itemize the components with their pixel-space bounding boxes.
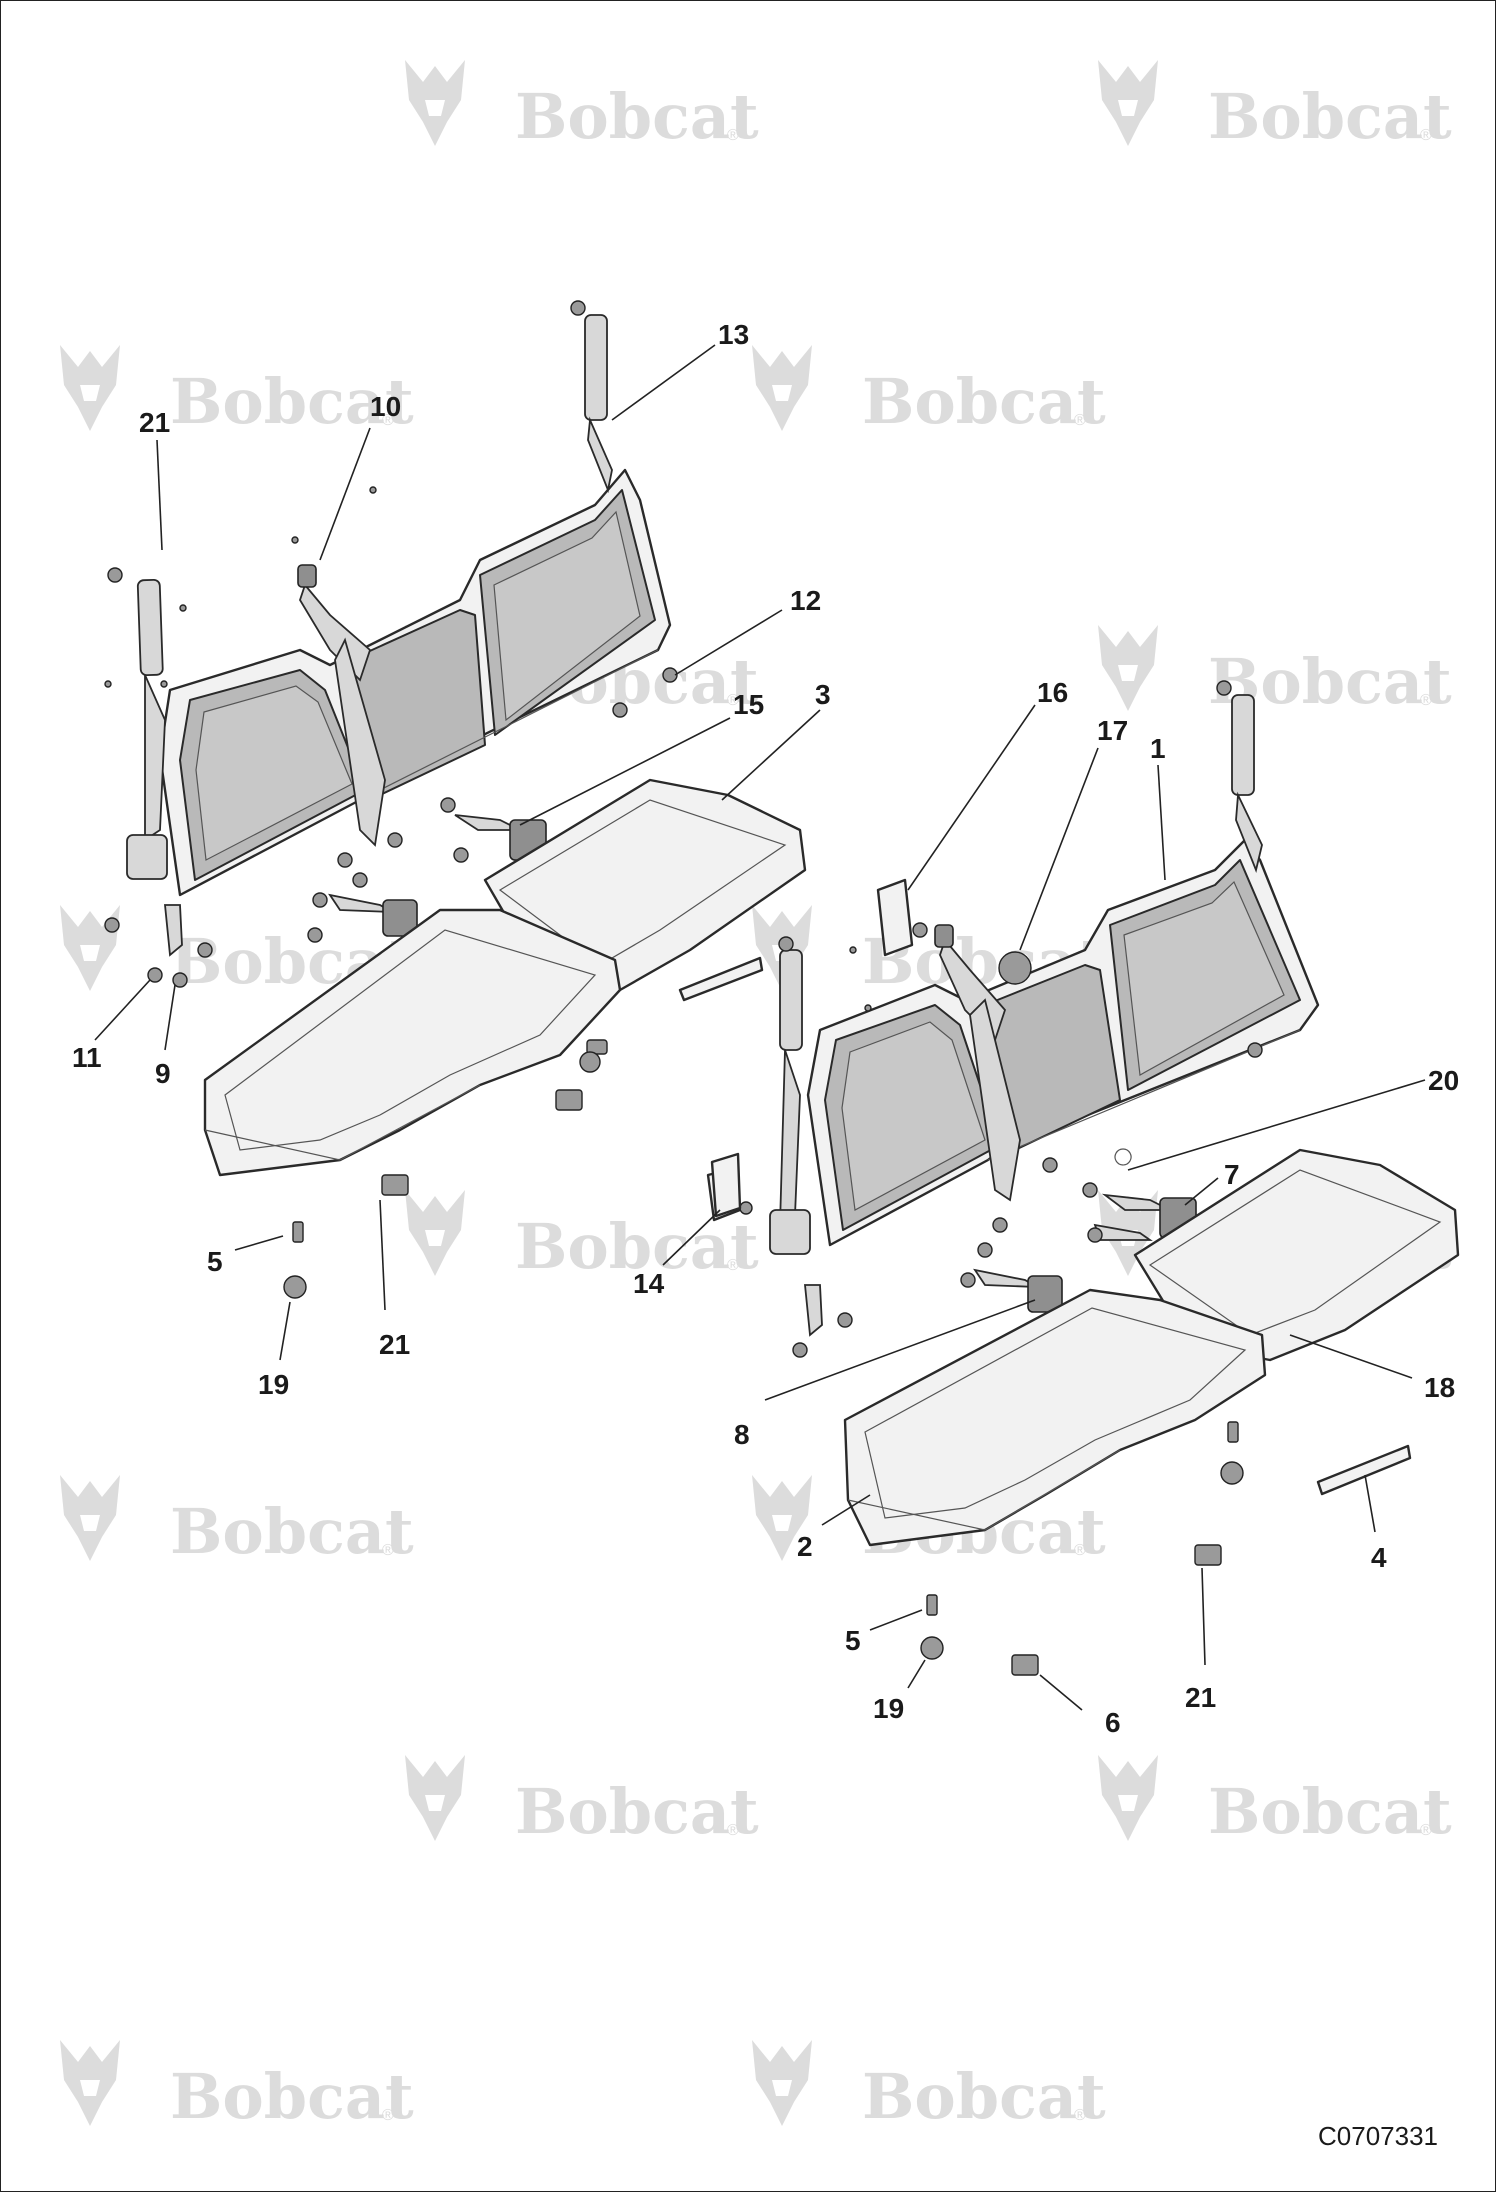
svg-text:Bobcat: Bobcat	[170, 365, 414, 438]
callout-21: 21	[1185, 1682, 1216, 1713]
watermark: Bobcat®	[752, 2040, 1106, 2133]
callout-19: 19	[873, 1693, 904, 1724]
left-seat-belts	[107, 300, 613, 957]
svg-text:®: ®	[1074, 1542, 1086, 1559]
svg-text:Bobcat: Bobcat	[515, 80, 759, 153]
drawing-code: C0707331	[1318, 2121, 1438, 2151]
svg-text:Bobcat: Bobcat	[515, 1210, 759, 1283]
right-seat-cushions	[843, 1148, 1460, 1547]
callout-3: 3	[815, 679, 831, 710]
callout-20: 20	[1428, 1065, 1459, 1096]
watermark: Bobcat®	[60, 1475, 414, 1568]
callout-5: 5	[207, 1246, 223, 1277]
svg-text:®: ®	[1074, 2107, 1086, 2124]
callout-9: 9	[155, 1058, 171, 1089]
callout-8: 8	[734, 1419, 750, 1450]
watermark: Bobcat®	[60, 345, 414, 438]
watermark: Bobcat®	[1098, 60, 1452, 153]
watermark: Bobcat®	[405, 1190, 759, 1283]
svg-text:®: ®	[727, 1257, 739, 1274]
callout-17: 17	[1097, 715, 1128, 746]
callout-1: 1	[1150, 733, 1166, 764]
svg-text:Bobcat: Bobcat	[170, 2060, 414, 2133]
callout-18: 18	[1424, 1372, 1455, 1403]
right-hardware	[710, 878, 1412, 1676]
svg-text:®: ®	[382, 1542, 394, 1559]
callout-10: 10	[370, 391, 401, 422]
svg-text:Bobcat: Bobcat	[515, 1775, 759, 1848]
right-seat-backrest	[806, 838, 1320, 1247]
svg-text:Bobcat: Bobcat	[1208, 1775, 1452, 1848]
watermark: Bobcat®	[60, 2040, 414, 2133]
watermark: Bobcat®	[405, 1755, 759, 1848]
svg-text:Bobcat: Bobcat	[862, 2060, 1106, 2133]
callout-21: 21	[379, 1329, 410, 1360]
svg-text:Bobcat: Bobcat	[862, 365, 1106, 438]
callout-16: 16	[1037, 677, 1068, 708]
callout-6: 6	[1105, 1707, 1121, 1738]
svg-text:®: ®	[727, 1822, 739, 1839]
svg-text:®: ®	[1420, 1822, 1432, 1839]
watermark: Bobcat®	[405, 60, 759, 153]
right-seat-belts	[769, 680, 1263, 1337]
svg-text:®: ®	[382, 2107, 394, 2124]
svg-text:®: ®	[1074, 412, 1086, 429]
left-seat-cushions	[203, 778, 807, 1177]
svg-text:®: ®	[727, 127, 739, 144]
callout-5: 5	[845, 1625, 861, 1656]
callout-11: 11	[72, 1042, 102, 1073]
callout-14: 14	[633, 1268, 665, 1299]
callout-21: 21	[139, 407, 170, 438]
leader-lines	[94, 344, 1426, 1711]
callout-7: 7	[1224, 1159, 1240, 1190]
svg-text:®: ®	[727, 692, 739, 709]
callout-13: 13	[718, 319, 749, 350]
svg-text:®: ®	[1420, 692, 1432, 709]
svg-text:®: ®	[382, 412, 394, 429]
callout-labels: 21 10 13 12 15 3 16 17 1 11 9 20 7 5 14 …	[72, 319, 1459, 1738]
callout-12: 12	[790, 585, 821, 616]
svg-text:Bobcat: Bobcat	[1208, 80, 1452, 153]
left-seat-backrest	[158, 468, 672, 897]
svg-text:Bobcat: Bobcat	[170, 1495, 414, 1568]
watermark: Bobcat®	[1098, 625, 1452, 718]
callout-2: 2	[797, 1531, 813, 1562]
svg-text:®: ®	[1420, 127, 1432, 144]
watermark: Bobcat®	[752, 345, 1106, 438]
callout-19: 19	[258, 1369, 289, 1400]
callout-4: 4	[1371, 1542, 1387, 1573]
callout-15: 15	[733, 689, 764, 720]
watermark: Bobcat®	[1098, 1755, 1452, 1848]
